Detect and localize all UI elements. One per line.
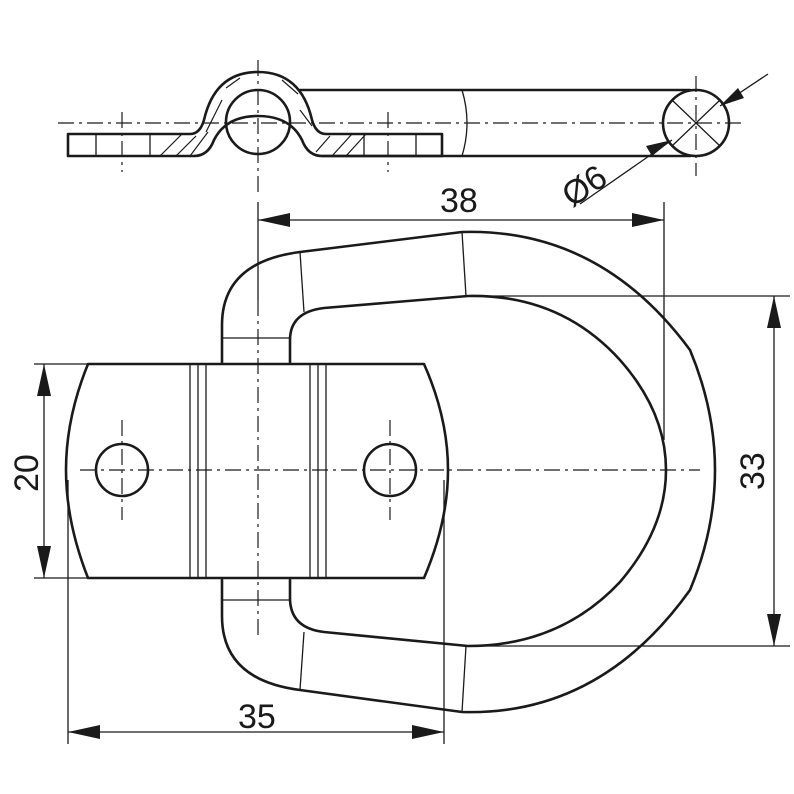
dimension-20-label: 20: [8, 454, 46, 492]
dimension-arrow: [632, 213, 664, 227]
dimension-33-label: 33: [734, 452, 772, 490]
side-view-hatching: [159, 77, 367, 157]
top-view: [64, 230, 717, 714]
dimension-arrow: [412, 725, 444, 739]
diameter-dimension: Ø6: [555, 73, 769, 215]
dimension-35: 35: [67, 480, 445, 744]
dimension-38: 38: [257, 182, 665, 440]
diameter-arrow-upper: [720, 88, 744, 106]
dimension-20: 20: [8, 363, 88, 579]
d-ring-bend-line: [299, 631, 305, 691]
d-ring-bend-line: [461, 645, 467, 713]
side-view: [58, 60, 746, 196]
dimension-arrow: [37, 546, 51, 578]
dimension-arrow: [258, 213, 290, 227]
dimension-38-label: 38: [440, 182, 478, 220]
dimension-35-label: 35: [238, 698, 276, 736]
dimension-33: 33: [470, 295, 790, 647]
dimension-arrow: [68, 725, 100, 739]
diameter-label: Ø6: [555, 158, 614, 215]
dimension-arrow: [37, 364, 51, 396]
side-view-cross-mark: [671, 99, 721, 147]
diameter-arrow-lower: [646, 140, 672, 156]
d-ring-bend-line: [299, 251, 305, 313]
d-ring-bend-line: [461, 231, 467, 297]
side-view-plate-outline: [66, 70, 444, 158]
dimension-arrow: [767, 296, 781, 328]
base-plate-outline: [64, 362, 450, 580]
dimension-arrow: [767, 614, 781, 646]
